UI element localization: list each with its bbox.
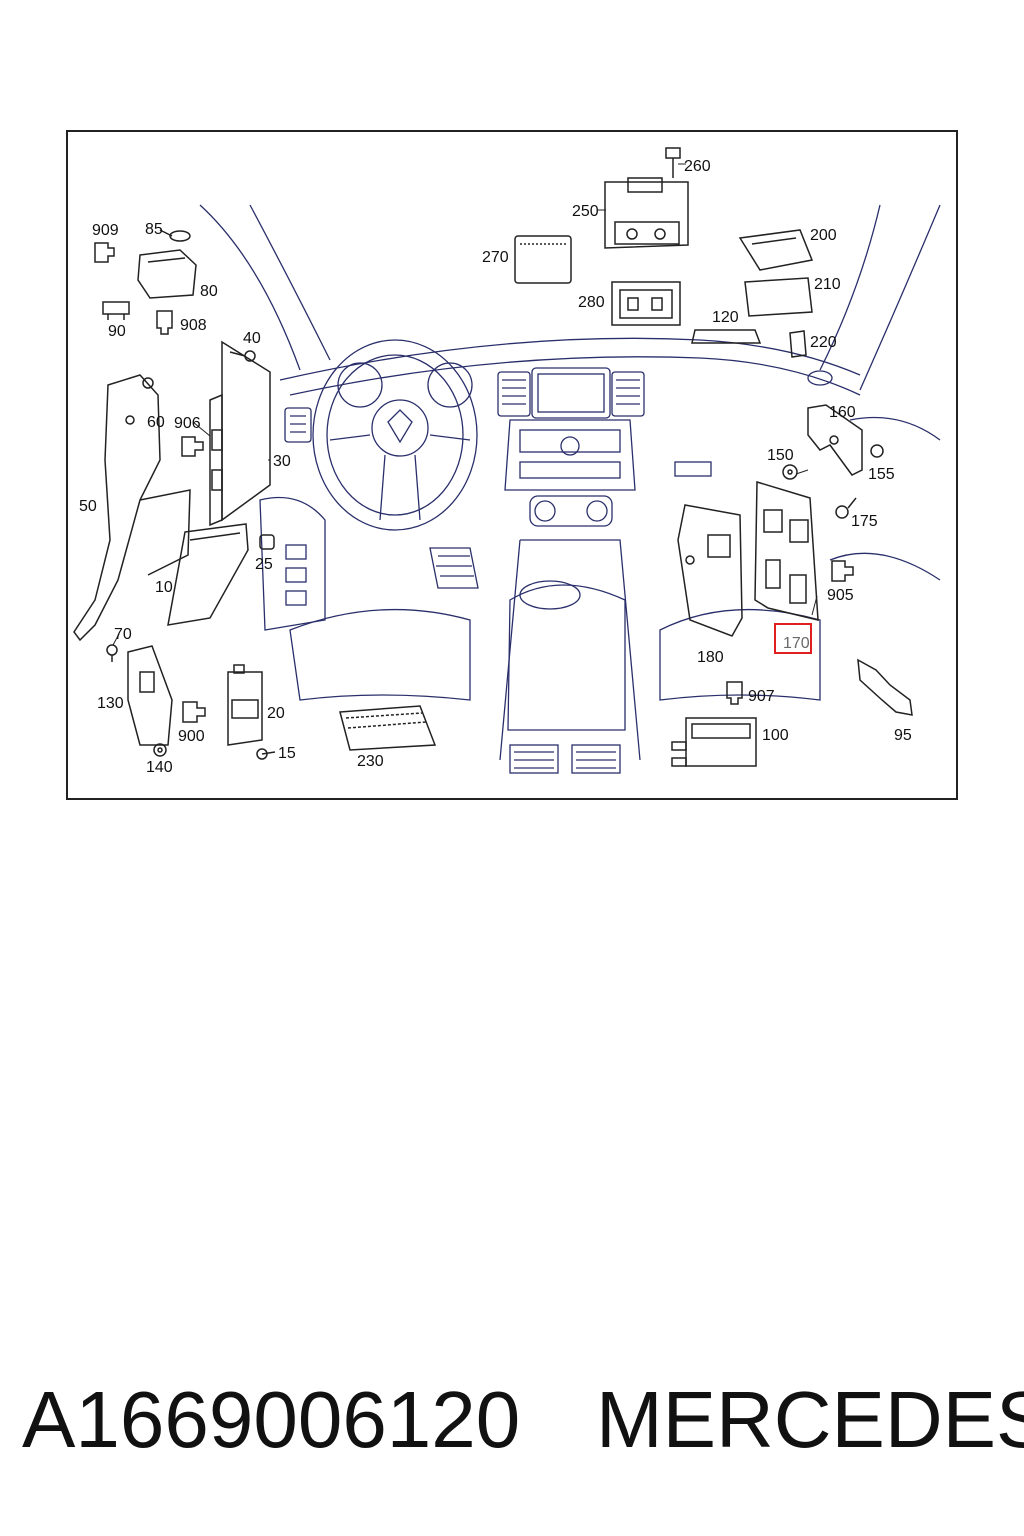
part-95-bracket [857, 658, 913, 716]
callout-908: 908 [180, 317, 207, 334]
part-85-screw [159, 229, 191, 242]
callout-20: 20 [267, 705, 285, 722]
callout-60: 60 [147, 414, 165, 431]
part-50-bracket [73, 374, 191, 642]
part-270-control-unit [514, 235, 572, 284]
callout-150: 150 [767, 447, 794, 464]
part-908-connector [156, 310, 173, 335]
callout-25: 25 [255, 556, 273, 573]
callout-155: 155 [868, 466, 895, 483]
callout-140: 140 [146, 759, 173, 776]
callout-909: 909 [92, 222, 119, 239]
part-20-module [227, 664, 263, 746]
part-70-screw [106, 644, 118, 662]
part-220-plate [789, 330, 807, 358]
callout-907: 907 [748, 688, 775, 705]
parts-diagram: 260 250 270 200 210 280 120 220 909 85 8… [73, 147, 941, 776]
part-280-bracket [611, 281, 681, 326]
callout-15: 15 [278, 745, 296, 762]
callout-260: 260 [684, 158, 711, 175]
callout-70: 70 [114, 626, 132, 643]
part-200-board [738, 229, 814, 271]
highlight-box-170 [774, 623, 812, 654]
part-175-screw [835, 497, 857, 519]
callout-280: 280 [578, 294, 605, 311]
part-10-module [167, 523, 249, 626]
callout-labels: 260 250 270 200 210 280 120 220 909 85 8… [79, 158, 912, 776]
part-25-clip [259, 534, 275, 550]
callout-130: 130 [97, 695, 124, 712]
callout-100: 100 [762, 727, 789, 744]
part-160-bracket [807, 404, 863, 476]
part-90-fuse [102, 301, 130, 320]
dashboard-outline [199, 204, 941, 774]
callout-900: 900 [178, 728, 205, 745]
part-250-module [604, 177, 689, 249]
part-906-connector [181, 436, 204, 457]
callout-40: 40 [243, 330, 261, 347]
part-number: A1669006120 [22, 1375, 521, 1464]
callout-120: 120 [712, 309, 739, 326]
part-909-connector [94, 242, 115, 263]
callout-220: 220 [810, 334, 837, 351]
part-180-module [677, 504, 743, 637]
callout-30: 30 [273, 453, 291, 470]
callout-175: 175 [851, 513, 878, 530]
footer: A1669006120 MERCEDES [0, 1370, 1024, 1480]
callout-250: 250 [572, 203, 599, 220]
callout-905: 905 [827, 587, 854, 604]
callout-90: 90 [108, 323, 126, 340]
callout-270: 270 [482, 249, 509, 266]
callout-95: 95 [894, 727, 912, 744]
leader-lines [112, 163, 818, 646]
part-230-amplifier [339, 705, 437, 751]
callout-80: 80 [200, 283, 218, 300]
part-905-connector [831, 560, 854, 582]
callout-906: 906 [174, 415, 201, 432]
part-140-nut [153, 743, 167, 757]
callout-10: 10 [155, 579, 173, 596]
callout-160: 160 [829, 404, 856, 421]
part-170-control-unit [754, 480, 819, 621]
callout-50: 50 [79, 498, 97, 515]
callout-170: 170 [783, 635, 810, 652]
part-907-connector [726, 681, 743, 705]
part-900-connector [182, 701, 206, 723]
part-260-screw [665, 147, 681, 178]
part-155-nut [870, 444, 884, 458]
part-120-module [691, 329, 762, 344]
part-130-module [127, 645, 173, 746]
part-15-screw [256, 748, 276, 760]
part-210-plate [744, 277, 813, 317]
part-100-module [671, 717, 757, 767]
callout-230: 230 [357, 753, 384, 770]
callout-210: 210 [814, 276, 841, 293]
brand-name: MERCEDES [596, 1375, 1024, 1464]
part-30-control-unit [209, 340, 271, 527]
diagram-frame [66, 130, 958, 800]
callout-200: 200 [810, 227, 837, 244]
part-150-nut [782, 464, 798, 480]
part-80-holder [137, 249, 197, 299]
callout-180: 180 [697, 649, 724, 666]
callout-85: 85 [145, 221, 163, 238]
